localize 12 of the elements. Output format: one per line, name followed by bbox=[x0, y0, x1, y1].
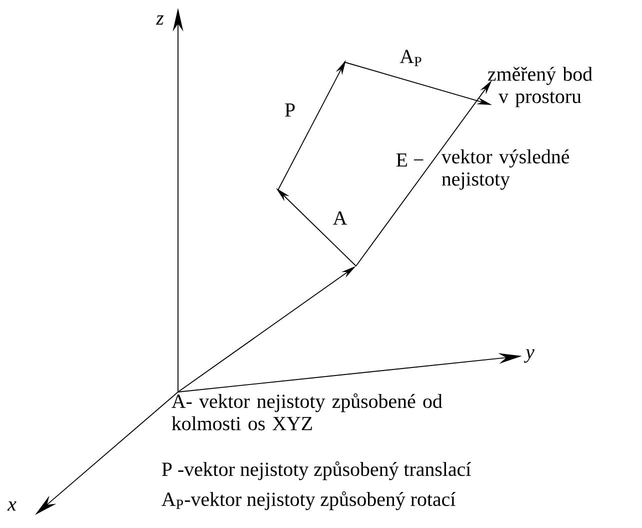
axis-label: y bbox=[524, 349, 534, 363]
text-label: A bbox=[333, 211, 348, 225]
axis-label: z bbox=[156, 15, 164, 25]
text-label: E − bbox=[396, 153, 424, 167]
text-label: změřený bod v prostoru bbox=[488, 66, 592, 108]
text-label: A- vektor nejistoty způsobené od kolmosti os XYZ bbox=[172, 393, 442, 430]
text-label: vektor výsledné nejistoty bbox=[441, 149, 570, 190]
text-label: P -vektor nejistoty způsobený translací bbox=[162, 461, 471, 480]
text-label: A$_{P}$ bbox=[400, 50, 422, 66]
text-label: A$_{P}$-vektor nejistoty způsobený rotací bbox=[162, 491, 456, 510]
axis-label: x bbox=[7, 501, 16, 511]
text-label: P bbox=[285, 103, 295, 117]
